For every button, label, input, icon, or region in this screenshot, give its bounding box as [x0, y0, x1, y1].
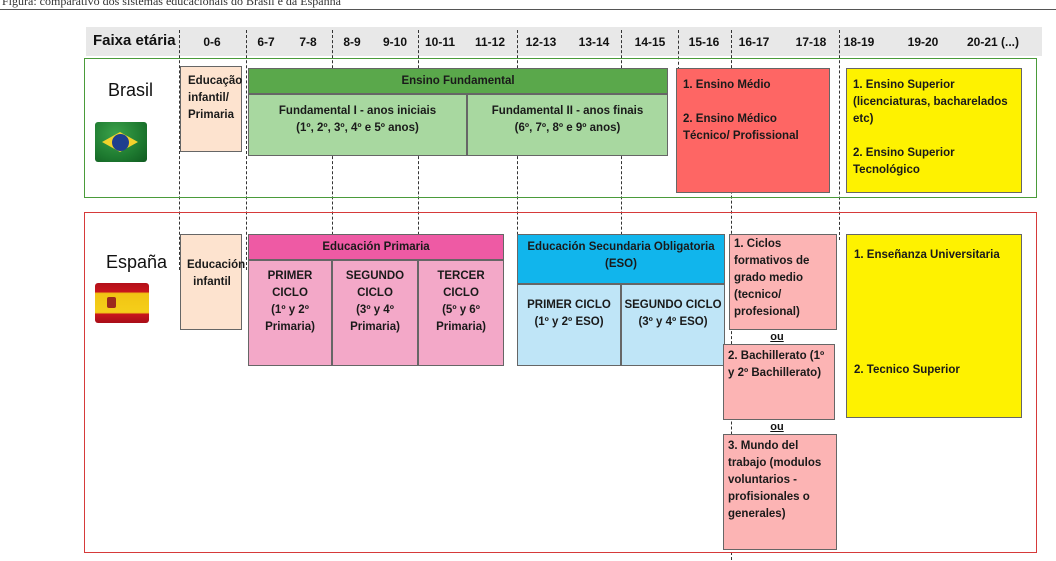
age-label: 19-20: [907, 35, 939, 49]
ciclo-line: CICLO: [443, 287, 479, 299]
caption-text: Figura: comparativo dos sistemas educaci…: [2, 0, 341, 8]
age-label: 7-8: [299, 35, 317, 49]
superior-item: 2. Ensino Superior Tecnológico: [853, 147, 955, 176]
brasil-anos-finais-box: Fundamental II - anos finais (6º, 7º, 8º…: [467, 94, 668, 156]
ciclo-line: TERCER: [437, 270, 485, 282]
espana-bachillerato-box: 2. Bachillerato (1º y 2º Bachillerato): [723, 344, 835, 420]
ciclo-line: CICLO: [357, 287, 393, 299]
espana-mundo-trabajo-box: 3. Mundo del trabajo (modulos voluntario…: [723, 434, 837, 550]
espana-superior-box: 1. Enseñanza Universitaria 2. Tecnico Su…: [846, 234, 1022, 418]
ou-connector: ou: [770, 421, 784, 433]
age-divider: [678, 30, 679, 70]
brasil-superior-box: 1. Ensino Superior (licenciaturas, bacha…: [846, 68, 1022, 193]
age-divider: [839, 30, 840, 240]
eso-ciclo-line: (3º y 4º ESO): [638, 316, 708, 328]
age-divider: [246, 30, 247, 270]
age-axis-title: Faixa etária: [93, 32, 176, 49]
eso-ciclo-line: (1º y 2º ESO): [534, 316, 604, 328]
age-label: 9-10: [382, 35, 408, 49]
figure-caption: Figura: comparativo dos sistemas educaci…: [0, 0, 1056, 10]
brasil-infantil-box: Educação infantil/ Primaria: [180, 66, 242, 152]
medio-item: 1. Ensino Médio: [683, 79, 771, 91]
superior-item: 2. Tecnico Superior: [854, 364, 960, 376]
age-label: 8-9: [343, 35, 361, 49]
age-label: 17-18: [795, 35, 827, 49]
brazil-flag-icon: [95, 122, 147, 162]
medio-spacer: [683, 94, 823, 111]
brasil-medio-box: 1. Ensino Médio 2. Ensino Médico Técnico…: [676, 68, 830, 193]
age-label: 10-11: [424, 35, 456, 49]
ciclo-line: CICLO: [272, 287, 308, 299]
superior-spacer: [854, 264, 1014, 362]
age-label: 11-12: [474, 35, 506, 49]
anos-finais-grades: (6º, 7º, 8º e 9º anos): [514, 122, 621, 134]
eso-ciclo-2: SEGUNDO CICLO (3º y 4º ESO): [621, 284, 725, 366]
age-divider: [179, 30, 180, 270]
espana-ciclos-formativos-box: 1. Ciclos formativos de grado medio (tec…: [729, 234, 837, 330]
age-label: 12-13: [525, 35, 557, 49]
anos-iniciais-grades: (1º, 2º, 3º, 4º e 5º anos): [296, 122, 419, 134]
ou-connector: ou: [770, 331, 784, 343]
anos-iniciais-title: Fundamental I - anos iniciais: [278, 105, 437, 117]
age-label: 14-15: [634, 35, 666, 49]
superior-item: 1. Enseñanza Universitaria: [854, 249, 1000, 261]
age-label: 15-16: [688, 35, 720, 49]
medio-item: 2. Ensino Médico Técnico/ Profissional: [683, 113, 799, 142]
primaria-ciclo-2: SEGUNDO CICLO (3º y 4º Primaria): [332, 260, 418, 366]
eso-ciclo-line: SEGUNDO CICLO: [624, 299, 722, 311]
brasil-anos-iniciais-box: Fundamental I - anos iniciais (1º, 2º, 3…: [248, 94, 467, 156]
superior-item: 1. Ensino Superior (licenciaturas, bacha…: [853, 79, 1008, 125]
ciclo-line: (1º y 2º: [271, 304, 309, 316]
age-label: 16-17: [738, 35, 770, 49]
ciclo-line: Primaria): [350, 321, 400, 333]
primaria-ciclo-1: PRIMER CICLO (1º y 2º Primaria): [248, 260, 332, 366]
age-label: 0-6: [203, 35, 221, 49]
ciclo-line: SEGUNDO: [345, 270, 405, 282]
eso-ciclo-line: PRIMER CICLO: [527, 299, 611, 311]
country-name-brasil: Brasil: [108, 80, 154, 100]
espana-section: [84, 212, 1037, 553]
age-header: [86, 27, 1042, 56]
primaria-ciclo-3: TERCER CICLO (5º y 6º Primaria): [418, 260, 504, 366]
ciclo-line: Primaria): [436, 321, 486, 333]
age-label: 20-21 (...): [966, 35, 1020, 49]
age-label: 6-7: [257, 35, 275, 49]
country-name-espana: España: [106, 252, 168, 272]
ciclo-line: (3º y 4º: [356, 304, 394, 316]
anos-finais-title: Fundamental II - anos finais: [491, 105, 644, 117]
superior-spacer: [853, 128, 1015, 145]
age-label: 18-19: [843, 35, 875, 49]
espana-infantil-box: Educación infantil: [180, 234, 245, 330]
eso-ciclo-1: PRIMER CICLO (1º y 2º ESO): [517, 284, 621, 366]
brasil-fundamental-title: Ensino Fundamental: [248, 68, 668, 94]
espana-primaria-title: Educación Primaria: [248, 234, 504, 260]
espana-eso-title: Educación Secundaria Obligatoria (ESO): [517, 234, 725, 284]
spain-flag-icon: [95, 283, 149, 323]
ciclo-line: Primaria): [265, 321, 315, 333]
ciclo-line: PRIMER: [267, 270, 313, 282]
ciclo-line: (5º y 6º: [442, 304, 480, 316]
brasil-section: [84, 58, 1037, 198]
age-label: 13-14: [578, 35, 610, 49]
